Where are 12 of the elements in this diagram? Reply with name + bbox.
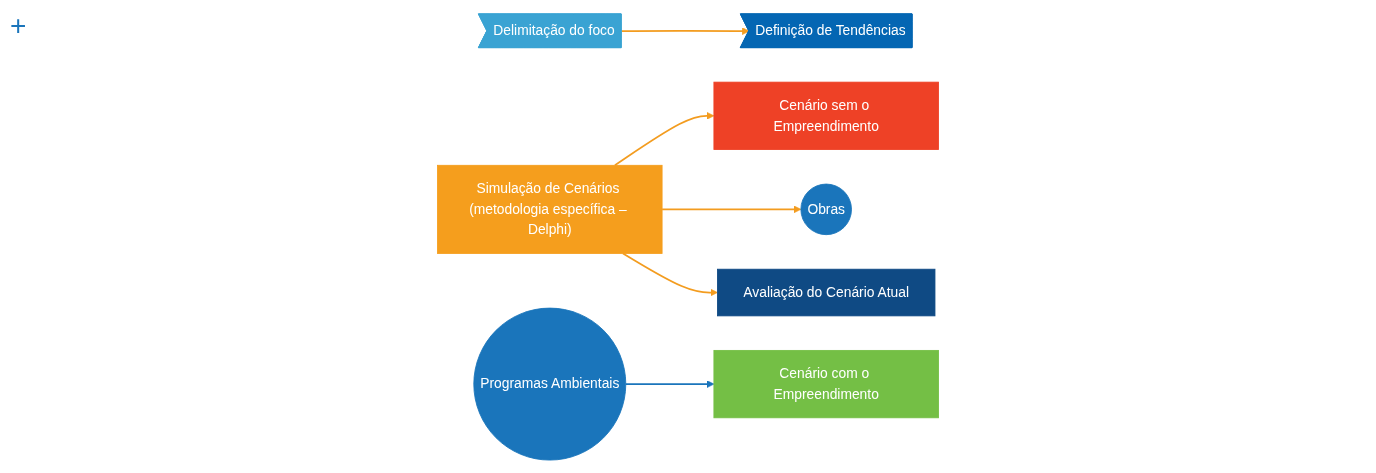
node-box: Cenário com o Empreendimento [713,349,939,418]
arrow [622,252,718,296]
arrow [620,26,750,35]
arrow [614,111,715,166]
node-circle: Programas Ambientais [473,307,627,460]
node-box: Avaliação do Cenário Atual [717,268,936,316]
node-circle: Obras [800,183,852,235]
arrow [624,379,715,388]
node-box: Cenário sem o Empreendimento [713,81,939,150]
arrow [661,205,802,213]
node-box: Simulação de Cenários (metodologia específica – Delphi) [437,164,663,254]
plus-sign: + [10,10,27,42]
